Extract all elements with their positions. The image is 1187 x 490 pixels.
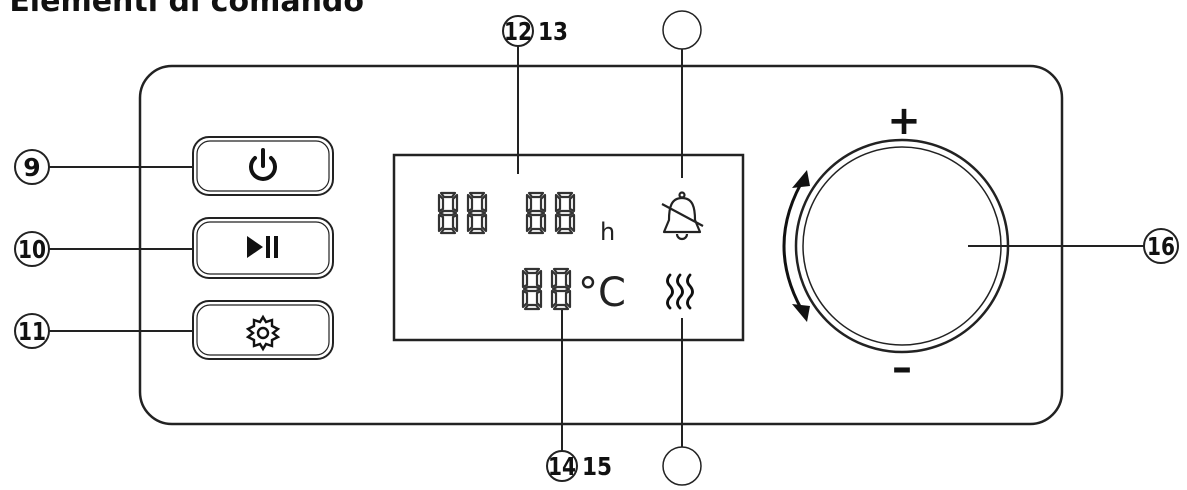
callout-13-marker — [662, 10, 702, 178]
power-button[interactable] — [192, 136, 334, 196]
callout-9-label: 9 — [23, 153, 40, 182]
rotation-arrow-icon — [782, 170, 810, 322]
heat-waves-icon — [666, 273, 694, 310]
callout-12: 12 — [502, 15, 534, 174]
lcd-display — [392, 153, 745, 342]
knob-plus-sign: + — [887, 98, 921, 144]
power-icon — [249, 148, 277, 181]
play-pause-button[interactable] — [192, 217, 334, 279]
callout-11: 11 — [14, 313, 193, 349]
callout-16: 16 — [968, 228, 1179, 264]
callout-12-label: 12 — [504, 17, 532, 46]
play-pause-icon — [247, 236, 278, 258]
callout-10-label: 10 — [18, 235, 46, 264]
callout-16-label: 16 — [1147, 232, 1175, 261]
callout-10: 10 — [14, 231, 193, 267]
callout-11-label: 11 — [18, 317, 46, 346]
knob-minus-sign: – — [892, 345, 912, 391]
time-digits — [437, 191, 576, 235]
temperature-digits — [521, 267, 572, 311]
section-heading: 2 Elementi di comando — [0, 0, 364, 19]
callout-14: 14 — [546, 310, 578, 482]
hour-unit: h — [600, 218, 615, 246]
callout-13-label: 13 — [538, 17, 568, 46]
callout-9: 9 — [14, 149, 193, 185]
temperature-unit: °C — [578, 270, 626, 316]
gear-icon — [245, 314, 281, 352]
callout-15-marker — [662, 318, 702, 486]
bell-off-icon — [661, 191, 704, 241]
settings-button[interactable] — [192, 300, 334, 360]
callout-15-label: 15 — [582, 452, 612, 481]
callout-14-label: 14 — [548, 452, 576, 481]
